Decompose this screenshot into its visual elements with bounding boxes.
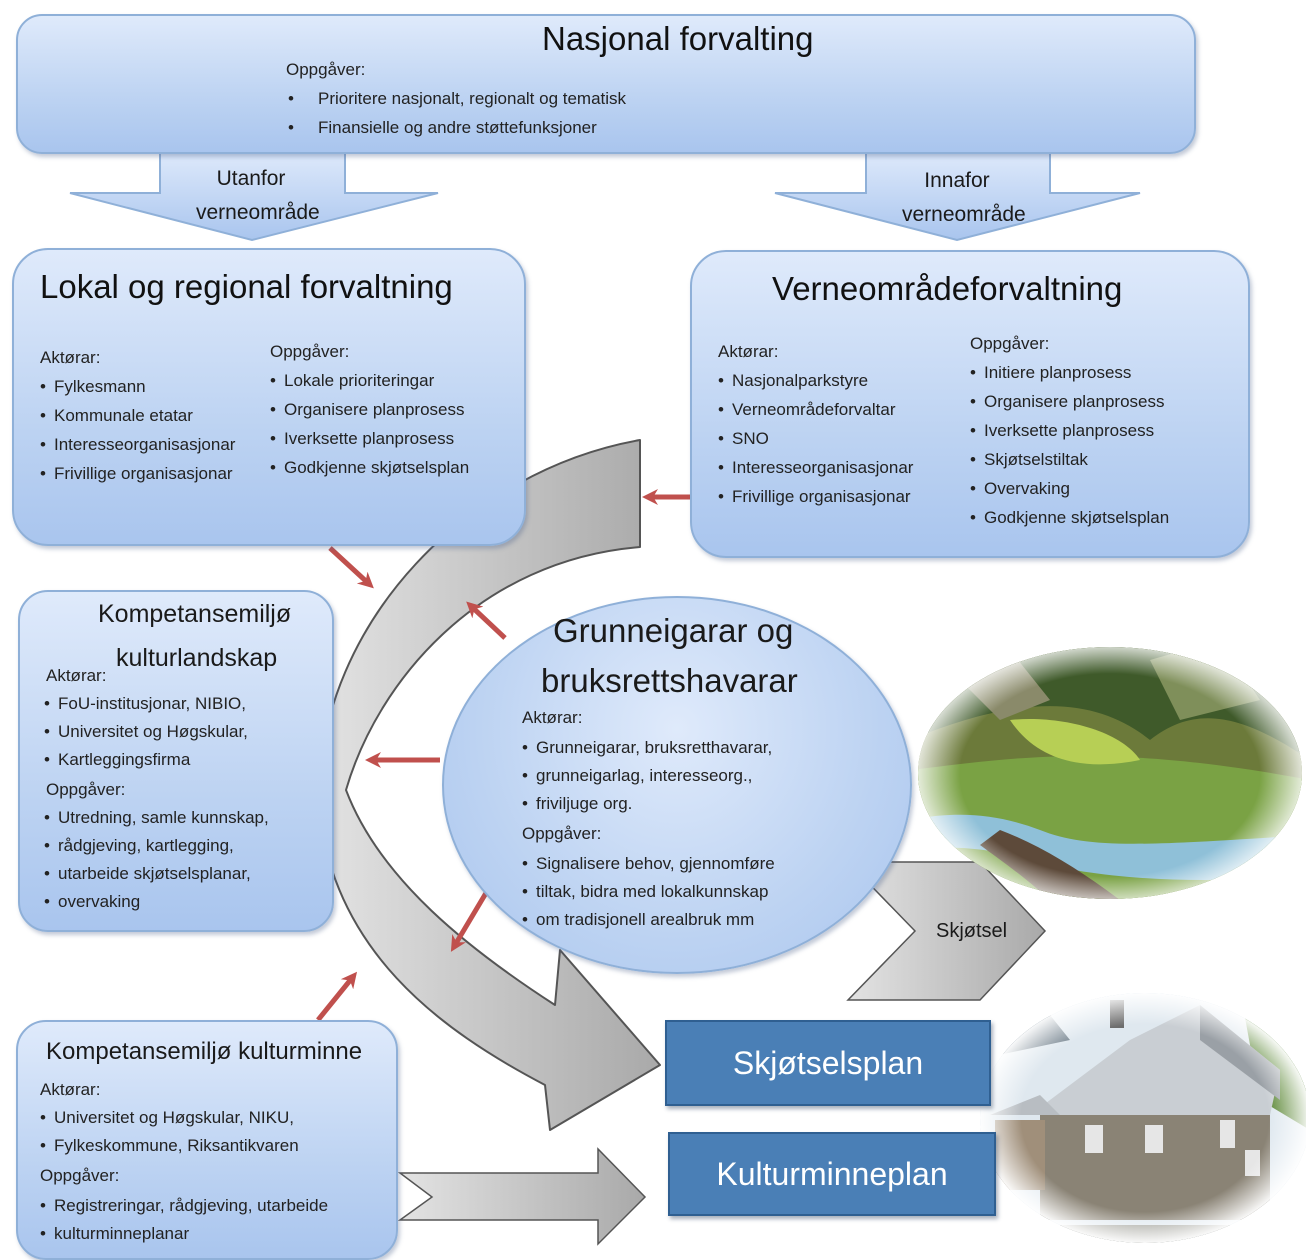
protected-task: Initiere planprosess — [970, 358, 1169, 387]
house-photo — [980, 993, 1306, 1243]
arrow-innafor — [774, 149, 1141, 242]
plan-skjotselsplan: Skjøtselsplan — [665, 1020, 991, 1106]
owners-tasks-line: Signalisere behov, gjennomføre — [522, 850, 775, 878]
owners-title-2: bruksrettshavarar — [541, 662, 798, 699]
local-regional-box: Lokal og regional forvaltning Aktørar: F… — [12, 248, 526, 546]
owners-actors-line: friviljuge org. — [522, 790, 772, 818]
protected-task: Skjøtselstiltak — [970, 445, 1169, 474]
landscape-tasks-line: utarbeide skjøtselsplanar, — [44, 860, 269, 888]
local-actors-list: Fylkesmann Kommunale etatar Interesseorg… — [40, 372, 235, 488]
local-actor: Frivillige organisasjonar — [40, 459, 235, 488]
arrow-utanfor-label: Utanfor verneområde — [196, 162, 320, 230]
protected-actors-label: Aktørar: — [718, 342, 779, 361]
owners-tasks-label: Oppgåver: — [522, 824, 602, 843]
owners-actors-list: Grunneigarar, bruksretthavarar, grunneig… — [522, 734, 772, 818]
red-arrows — [316, 488, 690, 1022]
heritage-actors-line: Fylkeskommune, Riksantikvaren — [40, 1132, 299, 1160]
curved-gray-arrow — [317, 439, 661, 1131]
landscape-tasks-line: overvaking — [44, 888, 269, 916]
protected-actors-list: Nasjonalparkstyre Verneområdeforvaltar S… — [718, 366, 913, 511]
local-actors-label: Aktørar: — [40, 348, 101, 367]
landscape-tasks-line: Utredning, samle kunnskap, — [44, 804, 269, 832]
heritage-tasks-line: Registreringar, rådgjeving, utarbeide — [40, 1192, 328, 1220]
national-tasks-list: Prioritere nasjonalt, regionalt og temat… — [288, 84, 626, 142]
arrow-innafor-label: Innafor verneområde — [902, 164, 1026, 232]
local-actor: Kommunale etatar — [40, 401, 235, 430]
landscape-actors-line: Universitet og Høgskular, — [44, 718, 248, 746]
owners-actors-line: grunneigarlag, interesseorg., — [522, 762, 772, 790]
owners-tasks-line: om tradisjonell arealbruk mm — [522, 906, 775, 934]
chevron-label: Skjøtsel — [936, 920, 1008, 942]
protected-actor: SNO — [718, 424, 913, 453]
local-title: Lokal og regional forvaltning — [40, 268, 453, 305]
landscape-tasks-list: Utredning, samle kunnskap, rådgjeving, k… — [44, 804, 269, 916]
national-task: Finansielle og andre støttefunksjoner — [288, 113, 626, 142]
national-title: Nasjonal forvalting — [542, 20, 814, 57]
protected-task: Organisere planprosess — [970, 387, 1169, 416]
protected-actor: Frivillige organisasjonar — [718, 482, 913, 511]
protected-actor: Nasjonalparkstyre — [718, 366, 913, 395]
protected-title: Verneområdeforvaltning — [772, 270, 1123, 307]
heritage-tasks-label: Oppgåver: — [40, 1166, 120, 1185]
protected-task: Iverksette planprosess — [970, 416, 1169, 445]
protected-area-box: Verneområdeforvaltning Aktørar: Nasjonal… — [690, 250, 1250, 558]
local-task: Lokale prioriteringar — [270, 366, 469, 395]
arrow-to-kulturminneplan — [397, 1147, 647, 1246]
landscape-actors-label: Aktørar: — [46, 666, 107, 685]
owners-tasks-line: tiltak, bidra med lokalkunnskap — [522, 878, 775, 906]
landscape-tasks-label: Oppgåver: — [46, 780, 126, 799]
national-task: Prioritere nasjonalt, regionalt og temat… — [288, 84, 626, 113]
arrow-innafor-line1: Innafor — [924, 169, 990, 192]
local-tasks-list: Lokale prioriteringar Organisere planpro… — [270, 366, 469, 482]
heritage-title: Kompetansemiljø kulturminne — [46, 1038, 363, 1065]
local-tasks-label: Oppgåver: — [270, 342, 350, 361]
landscape-photo — [918, 647, 1302, 899]
protected-tasks-label: Oppgåver: — [970, 334, 1050, 353]
heritage-actors-list: Universitet og Høgskular, NIKU, Fylkesko… — [40, 1104, 299, 1160]
national-tasks-label: Oppgåver: — [286, 60, 366, 79]
protected-actor: Interesseorganisasjonar — [718, 453, 913, 482]
owners-actors-line: Grunneigarar, bruksretthavarar, — [522, 734, 772, 762]
heritage-tasks-line: kulturminneplanar — [40, 1220, 328, 1248]
heritage-tasks-list: Registreringar, rådgjeving, utarbeide ku… — [40, 1192, 328, 1248]
plan-kulturminneplan: Kulturminneplan — [668, 1132, 996, 1216]
local-actor: Fylkesmann — [40, 372, 235, 401]
owners-tasks-list: Signalisere behov, gjennomføre tiltak, b… — [522, 850, 775, 934]
arrow-utanfor — [69, 149, 439, 242]
arrow-innafor-line2: verneområde — [902, 203, 1026, 226]
heritage-actors-label: Aktørar: — [40, 1080, 101, 1099]
landscape-title-1: Kompetansemiljø — [98, 600, 292, 628]
local-task: Iverksette planprosess — [270, 424, 469, 453]
national-box: Nasjonal forvalting Oppgåver: Prioritere… — [16, 14, 1196, 154]
local-actor: Interesseorganisasjonar — [40, 430, 235, 459]
landscape-actors-list: FoU-institusjonar, NIBIO, Universitet og… — [44, 690, 248, 774]
owners-actors-label: Aktørar: — [522, 708, 583, 727]
landscape-actors-line: Kartleggingsfirma — [44, 746, 248, 774]
heritage-actors-line: Universitet og Høgskular, NIKU, — [40, 1104, 299, 1132]
local-task: Godkjenne skjøtselsplan — [270, 453, 469, 482]
protected-task: Overvaking — [970, 474, 1169, 503]
landscape-actors-line: FoU-institusjonar, NIBIO, — [44, 690, 248, 718]
landscape-tasks-line: rådgjeving, kartlegging, — [44, 832, 269, 860]
arrow-utanfor-line2: verneområde — [196, 201, 320, 224]
landscape-title-2: kulturlandskap — [116, 644, 278, 672]
protected-actor: Verneområdeforvaltar — [718, 395, 913, 424]
owners-title-1: Grunneigarar og — [553, 612, 794, 649]
local-task: Organisere planprosess — [270, 395, 469, 424]
protected-task: Godkjenne skjøtselsplan — [970, 503, 1169, 532]
arrow-utanfor-line1: Utanfor — [216, 167, 286, 190]
protected-tasks-list: Initiere planprosess Organisere planpros… — [970, 358, 1169, 532]
